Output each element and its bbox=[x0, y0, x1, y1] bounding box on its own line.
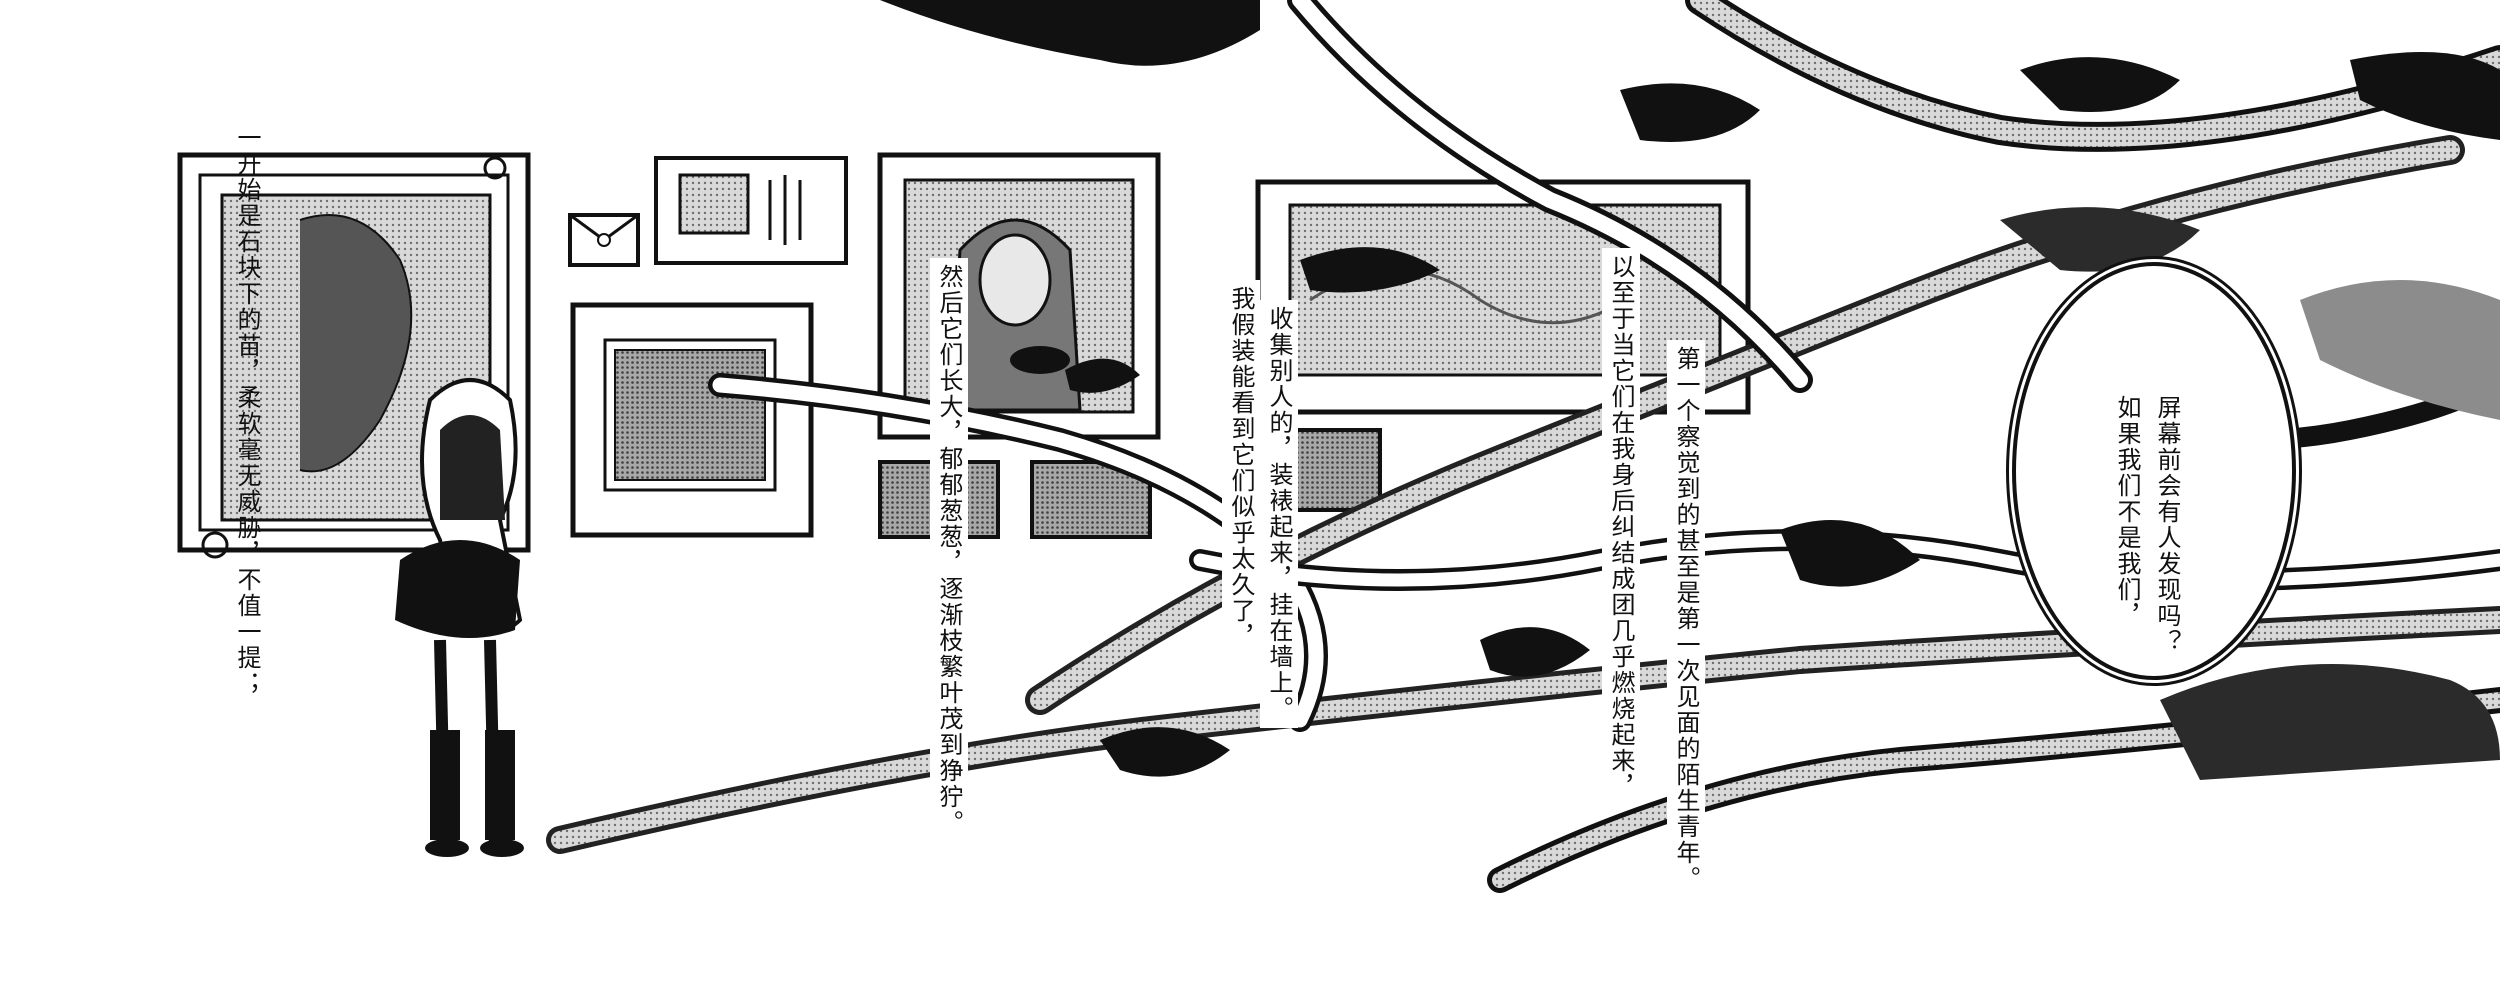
caption-5: 以至于当它们在我身后纠结成团几乎燃烧起来， bbox=[1602, 248, 1640, 806]
caption-3: 收集别人的，装裱起来，挂在墙上。 bbox=[1260, 300, 1298, 728]
painting-frame-small-pair bbox=[878, 460, 1152, 539]
painting-frame-landscape bbox=[1255, 179, 1751, 512]
bubble-line-1: 屏幕前会有人发现吗？ bbox=[2153, 395, 2181, 655]
envelope-frame bbox=[568, 213, 640, 267]
caption-2: 然后它们长大，郁郁葱葱，逐渐枝繁叶茂到狰狞。 bbox=[930, 258, 968, 842]
girl-figure bbox=[395, 378, 524, 857]
caption-6: 第一个察觉到的甚至是第一次见面的陌生青年。 bbox=[1667, 340, 1705, 898]
painting-frame-middle bbox=[570, 302, 814, 538]
speech-bubble bbox=[2012, 262, 2296, 680]
caption-1: 一开始是石块下的苗，柔软毫无威胁，不值一提； bbox=[233, 125, 261, 697]
ink-masses bbox=[880, 0, 2500, 780]
painting-frame-top bbox=[654, 156, 848, 265]
painting-frame-portrait bbox=[877, 152, 1161, 440]
painting-frame-large bbox=[177, 152, 531, 559]
bubble-line-2: 如果我们不是我们， bbox=[2113, 395, 2141, 629]
caption-4: 我假装能看到它们似乎太久了， bbox=[1222, 280, 1260, 656]
